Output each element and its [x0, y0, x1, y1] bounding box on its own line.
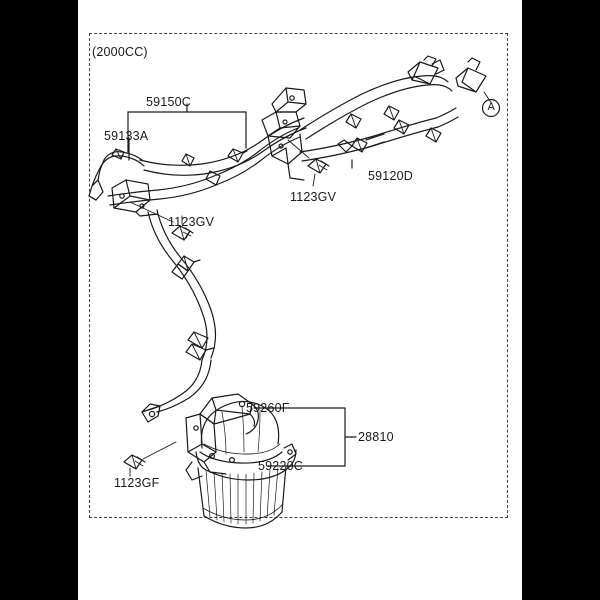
leader-bracket-59150C — [127, 103, 247, 153]
label-59260F: 59260F — [246, 401, 290, 415]
diagram-sheet — [78, 0, 522, 600]
note-displacement: (2000CC) — [92, 45, 148, 59]
label-59150C: 59150C — [146, 95, 191, 109]
hose-end-fitting-top-right — [455, 57, 487, 93]
label-59120D: 59120D — [368, 169, 413, 183]
callout-marker-label: A — [487, 101, 496, 113]
label-28810: 28810 — [358, 430, 394, 444]
bolt-1123GF — [123, 441, 177, 477]
pump-59220C — [185, 400, 297, 529]
label-59133A: 59133A — [104, 129, 149, 143]
center-mount-bracket — [261, 87, 307, 181]
bolt-1123GV-center — [287, 139, 330, 187]
label-59220C: 59220C — [258, 459, 303, 473]
hose-left-end-59133A — [88, 148, 145, 201]
diagram-dashed-frame — [89, 33, 508, 518]
callout-circle-A — [481, 91, 501, 118]
label-1123GF: 1123GF — [114, 476, 160, 490]
hose-clamps-59120D — [337, 105, 442, 153]
label-1123GV-center: 1123GV — [290, 190, 337, 204]
label-1123GV-left: 1123GV — [168, 215, 215, 229]
left-mount-bracket — [111, 179, 159, 217]
hose-descending-to-pump — [147, 209, 217, 413]
bolt-1123GV-left — [129, 201, 194, 241]
bracket-28810 — [299, 407, 357, 467]
hose-end-at-pump — [141, 403, 161, 423]
hose-end-fitting-top-left — [407, 55, 445, 85]
hose-59120D — [299, 75, 459, 162]
